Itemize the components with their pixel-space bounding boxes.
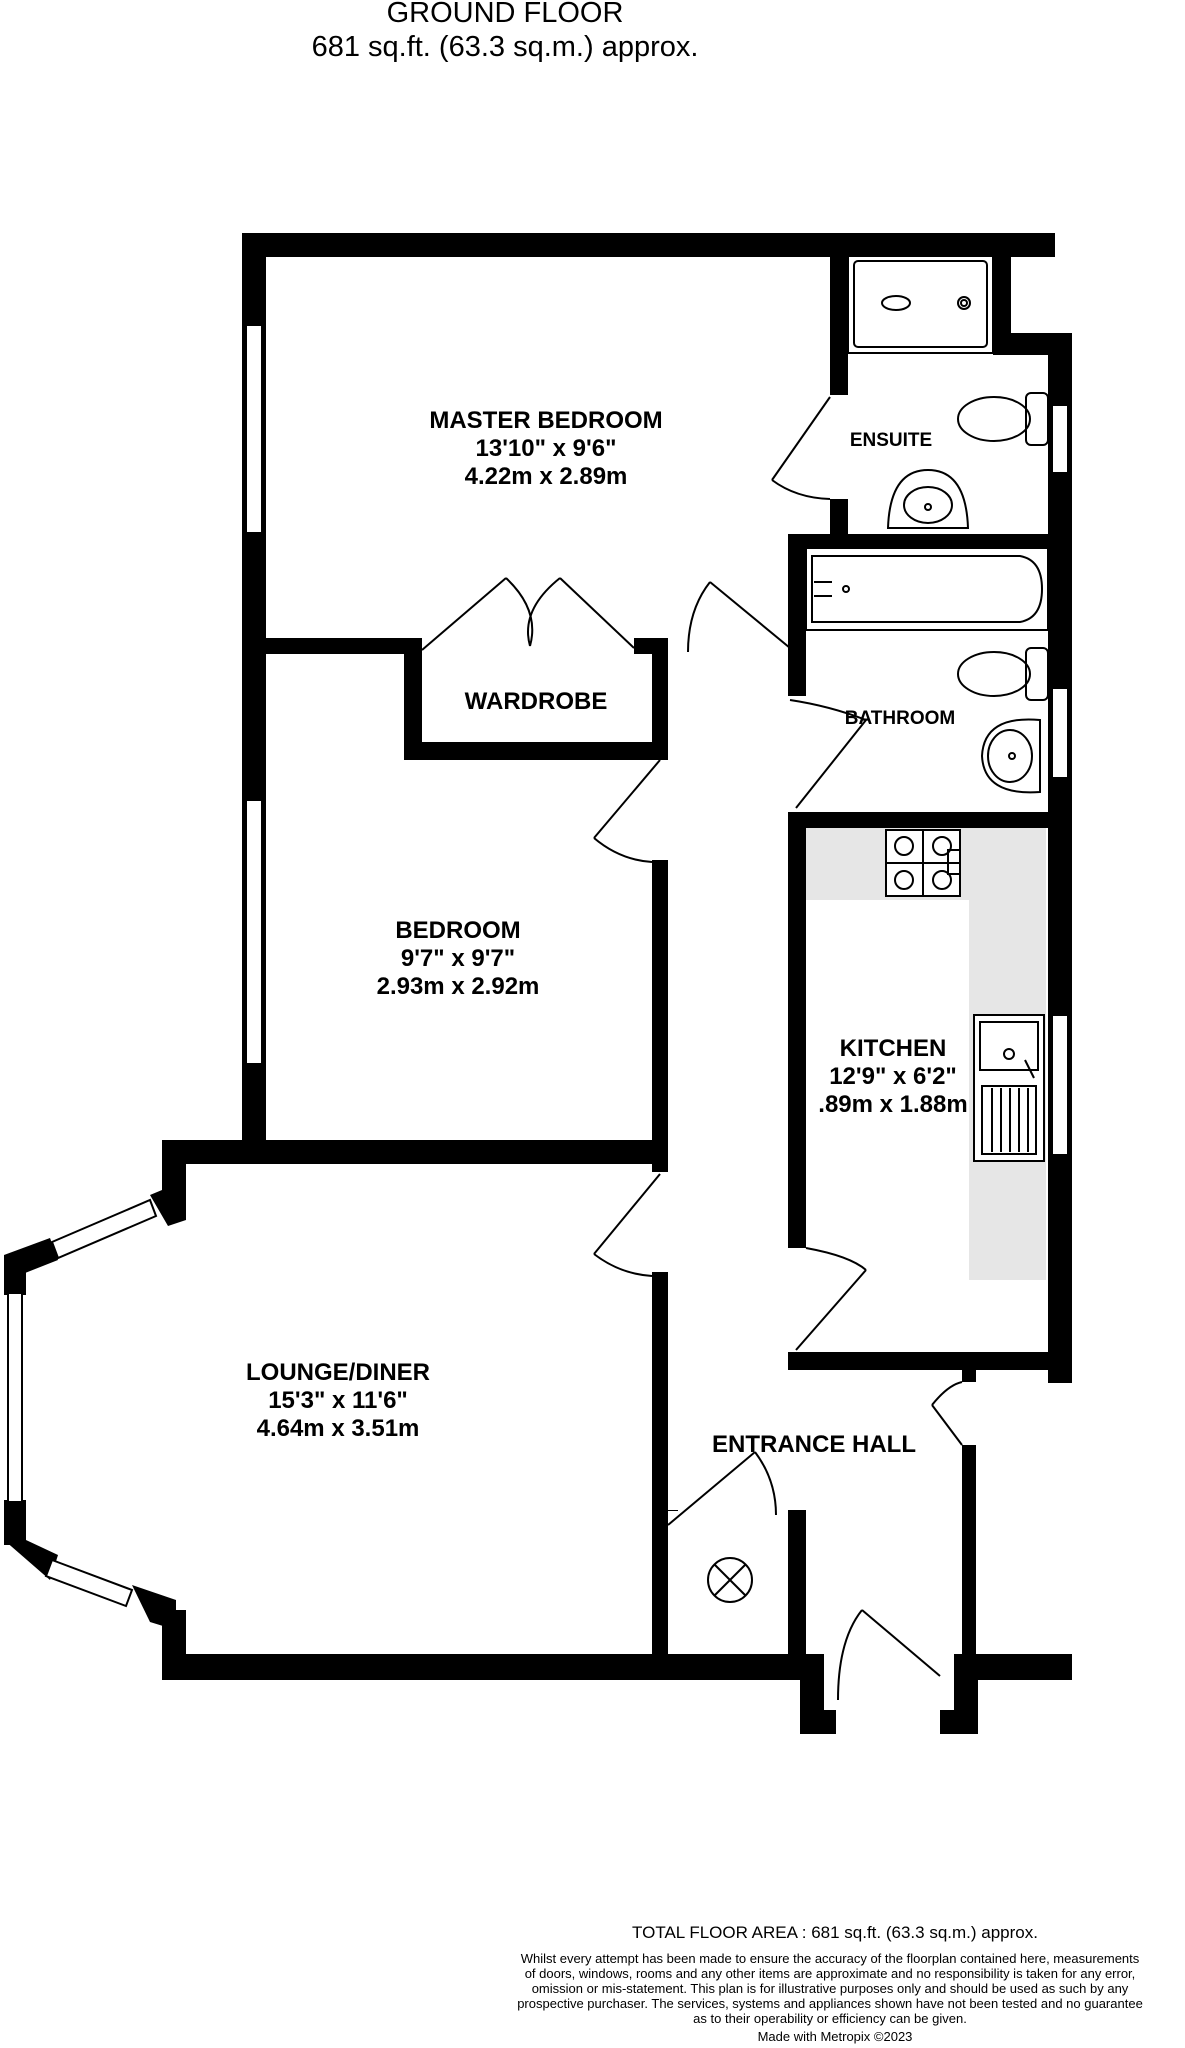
bedroom-metric: 2.93m x 2.92m [377,973,540,1000]
kitchen-imperial: 12'9" x 6'2" [829,1063,957,1090]
lounge-diner-metric: 4.64m x 3.51m [257,1415,420,1442]
master-bedroom-imperial: 13'10" x 9'6" [476,435,617,462]
entrance-hall-name: ENTRANCE HALL [712,1431,916,1458]
wardrobe-name: WARDROBE [465,688,608,715]
bathroom-fixtures [957,647,1049,794]
doors [421,396,963,1701]
disclaimer-line: as to their operability or efficiency ca… [693,2011,967,2026]
floor-title: GROUND FLOOR [386,0,624,29]
bathroom-name: BATHROOM [845,708,955,729]
disclaimer-line: prospective purchaser. The services, sys… [517,1996,1143,2011]
disclaimer-line: omission or mis-statement. This plan is … [531,1981,1129,1996]
bath [805,547,1049,631]
bedroom-name: BEDROOM [395,917,520,944]
windows [7,324,1069,1608]
disclaimer-line: Whilst every attempt has been made to en… [520,1951,1140,1966]
bedroom-imperial: 9'7" x 9'7" [401,945,515,972]
master-bedroom-metric: 4.22m x 2.89m [465,463,628,490]
walls [4,233,1072,1734]
ensuite-fixtures [886,392,1049,529]
disclaimer: Whilst every attempt has been made to en… [480,1951,1180,2026]
hob [885,829,961,897]
master-bedroom-name: MASTER BEDROOM [429,407,662,434]
total-floor-area: TOTAL FLOOR AREA : 681 sq.ft. (63.3 sq.m… [632,1923,1038,1942]
lounge-diner-name: LOUNGE/DINER [246,1359,430,1386]
kitchen-name: KITCHEN [840,1035,947,1062]
disclaimer-line: of doors, windows, rooms and any other i… [524,1966,1136,1981]
made-with-credit: Made with Metropix ©2023 [757,2029,913,2044]
shower-tray [847,254,994,354]
kitchen-metric: .89m x 1.88m [818,1091,967,1118]
kitchen-sink [973,1014,1045,1162]
lounge-diner-imperial: 15'3" x 11'6" [268,1387,408,1414]
ensuite-name: ENSUITE [850,430,932,451]
ceiling-light [707,1557,753,1603]
floor-area: 681 sq.ft. (63.3 sq.m.) approx. [311,31,699,63]
room-labels: MASTER BEDROOM 13'10" x 9'6" 4.22m x 2.8… [246,407,968,1458]
